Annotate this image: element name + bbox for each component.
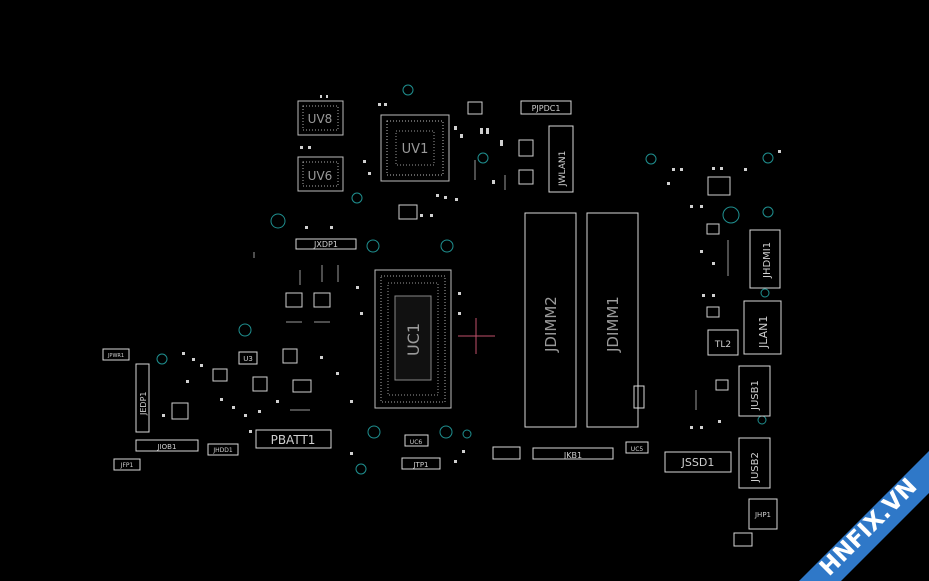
jfp1-connector[interactable]: JFP1 (113, 458, 141, 471)
small-connector (492, 446, 521, 460)
pjpdc1-label: PJPDC1 (532, 104, 561, 113)
silkscreen-dots (162, 95, 781, 463)
jlan1-connector[interactable]: JLAN1 (743, 300, 782, 355)
jusb1-connector[interactable]: JUSB1 (738, 365, 771, 417)
jhp1-label: JHP1 (754, 511, 771, 519)
jdimm2-slot[interactable]: JDIMM2 (524, 212, 577, 428)
jtp1-connector[interactable]: JTP1 (401, 457, 441, 470)
jkb1-label: JKB1 (563, 451, 582, 460)
jusb1-label: JUSB1 (750, 380, 761, 411)
small-connector (733, 532, 753, 547)
jtp1-label: JTP1 (412, 461, 428, 469)
jkb1-connector[interactable]: JKB1 (532, 447, 614, 460)
jdimm1-slot[interactable]: JDIMM1 (586, 212, 639, 428)
uc6-chip[interactable]: UC6 (404, 434, 429, 447)
uc6-label: UC6 (410, 439, 423, 446)
uv6-label: UV6 (308, 169, 333, 183)
u3-chip[interactable]: U3 (238, 351, 258, 365)
jusb2-label: JUSB2 (750, 452, 761, 483)
jlan1-label: JLAN1 (757, 316, 770, 349)
jdimm1-label: JDIMM1 (604, 296, 622, 353)
jpwr1-connector[interactable]: JPWR1 (102, 348, 130, 361)
uv1-chip[interactable]: UV1 (380, 114, 450, 182)
watermark-text: HNFIX.VN (815, 474, 923, 581)
uc1-cpu[interactable]: UC1 (374, 269, 452, 409)
tl2-transformer[interactable]: TL2 (707, 329, 739, 356)
pjpdc1-connector[interactable]: PJPDC1 (520, 100, 572, 115)
jssd1-connector[interactable]: JSSD1 (664, 451, 732, 473)
uv1-label: UV1 (402, 142, 429, 157)
jwlan1-connector[interactable]: JWLAN1 (548, 125, 574, 193)
pbatt1-label: PBATT1 (271, 433, 316, 447)
u3-label: U3 (243, 355, 253, 363)
uc5-chip[interactable]: UC5 (625, 441, 649, 454)
jhdmi1-connector[interactable]: JHDMI1 (749, 229, 781, 289)
jiob1-label: JIOB1 (157, 443, 177, 451)
uv8-chip[interactable]: UV8 (297, 100, 344, 136)
jiob1-connector[interactable]: JIOB1 (135, 439, 199, 452)
jssd1-label: JSSD1 (681, 456, 715, 469)
jedp1-connector[interactable]: JEDP1 (135, 363, 150, 433)
jxdp1-label: JXDP1 (313, 240, 338, 249)
pbatt1-connector[interactable]: PBATT1 (255, 429, 332, 449)
uc5-label: UC5 (631, 446, 644, 453)
dimm-clip (633, 385, 645, 409)
tl2-label: TL2 (714, 340, 731, 350)
jhp1-connector[interactable]: JHP1 (748, 498, 778, 530)
jusb2-connector[interactable]: JUSB2 (738, 437, 771, 489)
jhdd1-connector[interactable]: JHDD1 (207, 443, 239, 456)
crosshair-cursor-icon (458, 318, 495, 354)
jhdd1-label: JHDD1 (212, 447, 233, 454)
jwlan1-label: JWLAN1 (558, 151, 568, 187)
uv6-chip[interactable]: UV6 (297, 156, 344, 192)
uv8-label: UV8 (308, 112, 333, 126)
jdimm2-label: JDIMM2 (542, 296, 560, 353)
vias (156, 84, 774, 475)
hnfix-watermark: HNFIX.VN (799, 451, 929, 581)
trace-lines (253, 160, 729, 411)
jxdp1-connector[interactable]: JXDP1 (295, 238, 357, 250)
jedp1-label: JEDP1 (139, 392, 148, 417)
jfp1-label: JFP1 (120, 462, 134, 469)
jpwr1-label: JPWR1 (107, 353, 124, 359)
uc1-label: UC1 (404, 323, 423, 356)
misc-components (171, 101, 731, 420)
jhdmi1-label: JHDMI1 (762, 242, 773, 279)
